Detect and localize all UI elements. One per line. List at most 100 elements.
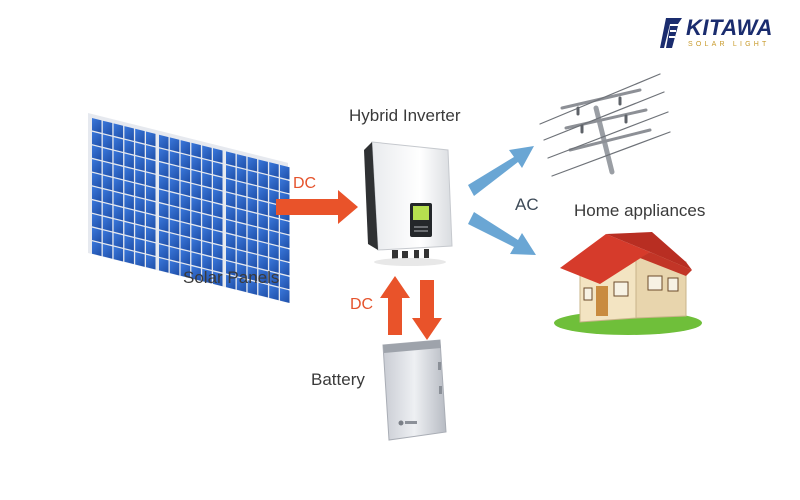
dc-label-battery: DC [350,296,374,313]
solar-cell [202,145,212,161]
solar-cell [202,213,212,229]
solar-cell [124,139,134,155]
solar-cell [146,199,156,215]
solar-cell [247,156,258,172]
solar-cell [269,258,279,273]
solar-cell [258,200,268,216]
solar-cell [146,158,156,174]
home-appliances-label: Home appliances [574,201,706,220]
solar-cell [159,189,169,205]
solar-cell [113,232,124,248]
solar-cell [102,148,113,163]
solar-cell [236,222,247,238]
solar-cell [258,269,268,284]
solar-cell [280,164,290,180]
solar-cell [180,208,191,224]
solar-cell [92,145,102,161]
solar-cell [236,208,247,224]
battery-icon [382,339,447,441]
solar-cell [135,210,145,226]
solar-cell [180,263,191,279]
solar-cell [113,191,124,207]
solar-cell [92,200,102,215]
solar-cell [280,219,290,235]
solar-cell [202,172,212,188]
solar-cell [226,165,236,180]
solar-cell [202,241,212,257]
solar-cell [226,233,236,249]
solar-cell [269,230,279,246]
solar-cell [159,258,169,273]
solar-cell [146,254,156,270]
solar-cell [236,167,247,183]
solar-cell [280,274,290,290]
solar-cell [169,219,180,235]
solar-cell [135,197,145,213]
brand-logo: KITAWA SOLAR LIGHT [660,14,782,54]
solar-cell [159,162,169,177]
solar-cell [226,247,236,263]
inverter-icon [364,141,453,266]
solar-cell [92,172,102,188]
solar-cell [247,225,258,241]
solar-cell [92,213,102,229]
solar-cell [213,189,223,205]
solar-cell [169,178,180,194]
solar-cell [113,205,124,221]
solar-cell [113,164,124,180]
solar-cell [226,192,236,208]
dc-label-panels: DC [293,175,317,192]
solar-cell [247,252,258,268]
solar-cell [102,120,113,136]
solar-cell [236,277,247,293]
solar-cell [202,255,212,270]
solar-cell [280,260,290,276]
solar-cell [124,153,134,169]
solar-cell [135,238,145,254]
solar-cell [92,117,102,133]
solar-cell [202,268,212,284]
solar-cell [159,203,169,218]
solar-cell [226,274,236,290]
dc-arrow-right [276,190,358,224]
solar-cell [159,175,169,191]
solar-cell [236,154,247,169]
solar-cell [92,131,102,147]
solar-panel-icon [88,113,290,303]
solar-cell [269,244,279,260]
solar-cell [258,159,268,175]
solar-cell [169,164,180,180]
brand-tagline: SOLAR LIGHT [688,41,770,48]
solar-cell [102,230,113,246]
solar-cell [202,159,212,174]
solar-cell [247,211,258,227]
solar-cell [135,142,145,158]
solar-cell [135,156,145,171]
solar-cell [213,202,223,218]
dc-arrow-down [412,280,442,340]
solar-cell [180,235,191,251]
solar-cell [92,186,102,202]
solar-cell [92,159,102,174]
solar-cell [169,151,180,166]
solar-cell [124,221,134,237]
solar-cell [159,216,169,232]
solar-cell [213,161,223,177]
solar-cell [124,167,134,182]
solar-cell [258,227,268,243]
solar-cell [169,233,180,249]
solar-cell [280,247,290,262]
solar-cell [169,246,180,262]
solar-cell [159,230,169,246]
solar-cell [180,153,191,169]
solar-cell [146,131,156,147]
ac-label: AC [515,195,539,214]
solar-cell [280,288,290,303]
solar-cell [191,238,201,254]
solar-cell [191,197,201,213]
hybrid-inverter-label: Hybrid Inverter [349,106,461,125]
solar-cell [191,156,201,172]
solar-cell [213,257,223,273]
solar-cell [135,128,145,144]
solar-cell [124,249,134,265]
